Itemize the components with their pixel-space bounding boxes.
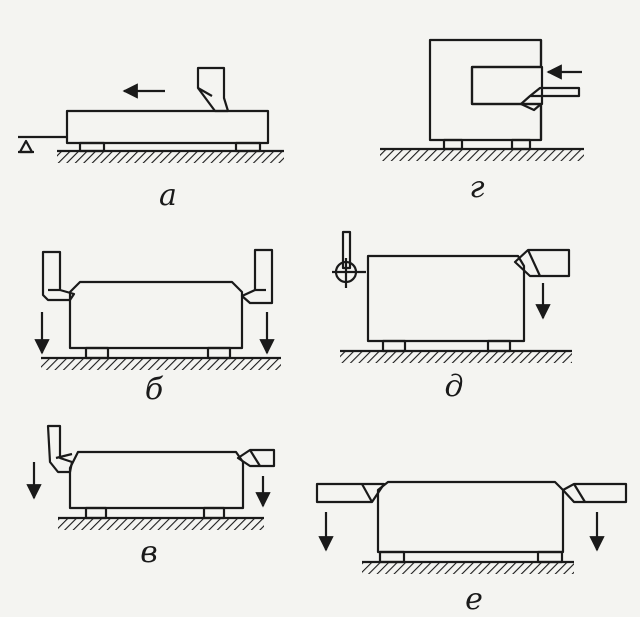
cutting-tool-right: [240, 248, 274, 305]
panel-e-drawing: [315, 480, 628, 574]
panel-label-d: д: [444, 369, 464, 404]
support-block: [78, 141, 106, 153]
workpiece: [376, 480, 565, 554]
panel-label-v: в: [140, 535, 158, 570]
support-block: [234, 141, 262, 153]
panel-label-e: е: [465, 582, 483, 617]
reference-triangle: [18, 139, 34, 154]
panel-a-drawing: [18, 66, 284, 163]
support-block: [202, 506, 226, 520]
cutting-tool-left: [46, 424, 74, 474]
base-hatch: [340, 351, 572, 363]
cutting-tool-right: [561, 482, 628, 504]
base-hatch: [57, 151, 284, 163]
base-hatch: [58, 518, 264, 530]
panel-d-drawing: [332, 230, 572, 363]
panel-b-drawing: [34, 248, 281, 370]
panel-label-g: г: [469, 170, 485, 205]
support-block: [536, 550, 564, 564]
workpiece: [65, 109, 270, 145]
base-hatch: [380, 149, 584, 161]
panel-label-a: а: [159, 178, 177, 213]
workpiece: [366, 254, 526, 343]
workpiece: [68, 450, 245, 510]
support-block: [442, 138, 464, 151]
cutting-tool-left: [41, 250, 76, 302]
support-block: [378, 550, 406, 564]
panel-label-b: б: [144, 372, 164, 407]
base-hatch: [41, 358, 281, 370]
cutting-tool-left: [315, 482, 386, 504]
support-block: [510, 138, 532, 151]
cutting-tool-right: [236, 448, 276, 468]
support-block: [381, 339, 407, 353]
support-block: [486, 339, 512, 353]
support-block: [84, 346, 110, 360]
workpiece: [68, 280, 244, 350]
support-block: [206, 346, 232, 360]
cutting-tool: [520, 86, 581, 105]
support-block: [84, 506, 108, 520]
base-hatch: [362, 562, 574, 574]
panel-v-drawing: [26, 424, 276, 530]
cutting-tool: [513, 248, 571, 278]
panel-g-drawing: [380, 38, 584, 161]
slot: [470, 65, 544, 106]
